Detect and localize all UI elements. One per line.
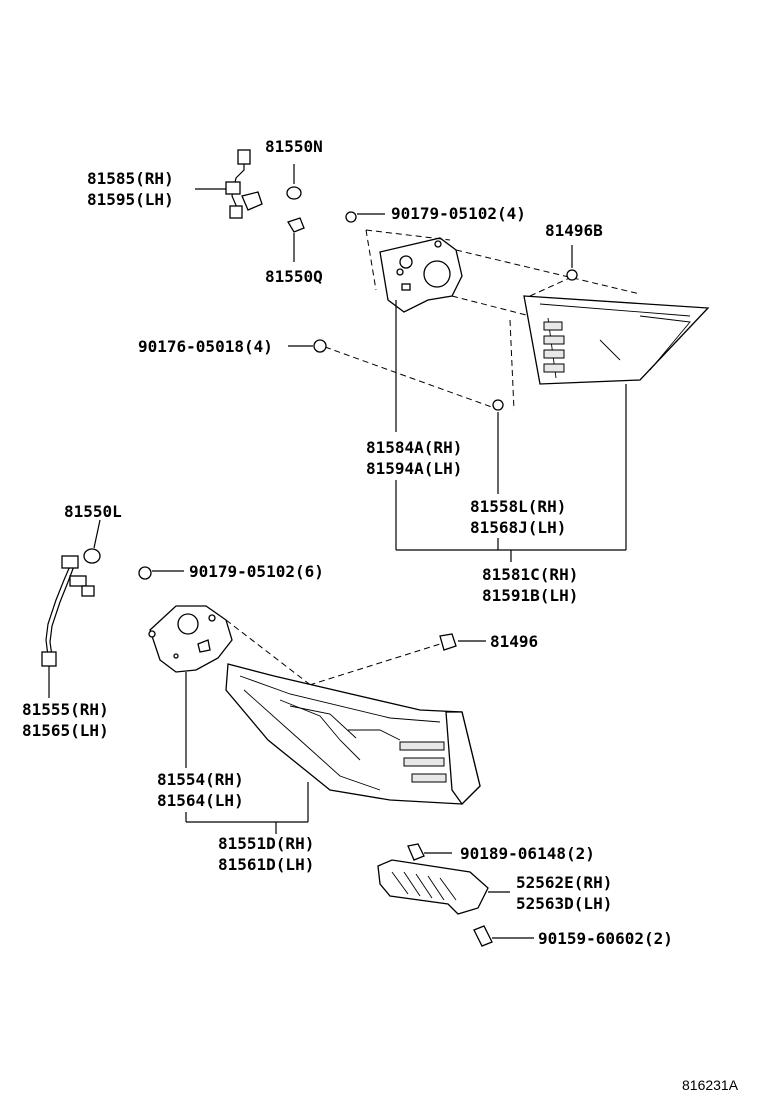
guide-line xyxy=(225,619,331,701)
label-81595: 81595(LH) xyxy=(87,190,174,209)
label-81496: 81496 xyxy=(490,632,538,651)
bulb-81550N xyxy=(286,186,302,200)
outer-lamp-81551D xyxy=(225,663,481,806)
wire-harness-lower xyxy=(41,555,95,667)
label-81581C: 81581C(RH) xyxy=(482,565,578,584)
label-81568J: 81568J(LH) xyxy=(470,518,566,537)
guide-line xyxy=(509,319,515,411)
label-90179-upper: 90179-05102(4) xyxy=(391,204,526,223)
guide-line xyxy=(365,229,451,241)
bulb-81550L xyxy=(83,548,101,564)
guide-line xyxy=(451,295,531,317)
label-81554: 81554(RH) xyxy=(157,770,244,789)
label-81496B: 81496B xyxy=(545,221,603,240)
screw-90159 xyxy=(473,925,534,947)
guide-line xyxy=(455,249,641,295)
inner-lamp-81581C xyxy=(523,295,710,385)
label-81550Q: 81550Q xyxy=(265,267,323,286)
label-90189: 90189-06148(2) xyxy=(460,844,595,863)
leader-81550L xyxy=(93,519,101,549)
label-90159: 90159-60602(2) xyxy=(538,929,673,948)
guide-line xyxy=(365,229,377,291)
screw-90179-lower xyxy=(138,566,184,580)
label-81550N: 81550N xyxy=(265,137,323,156)
label-81565: 81565(LH) xyxy=(22,721,109,740)
label-81550L: 81550L xyxy=(64,502,122,521)
screw-90189 xyxy=(407,843,452,861)
clip-81496B xyxy=(566,245,578,281)
holder-plate-81554 xyxy=(148,605,233,673)
label-81591B: 81591B(LH) xyxy=(482,586,578,605)
nut-90176 xyxy=(288,339,327,353)
guide-line xyxy=(324,346,501,411)
label-81585: 81585(RH) xyxy=(87,169,174,188)
label-90176: 90176-05018(4) xyxy=(138,337,273,356)
bulb-81550Q xyxy=(287,217,305,233)
label-81561D: 81561D(LH) xyxy=(218,855,314,874)
label-81594A: 81594A(LH) xyxy=(366,459,462,478)
wire-harness-upper xyxy=(225,149,263,219)
bracket-52562E xyxy=(377,859,510,915)
label-81551D: 81551D(RH) xyxy=(218,834,314,853)
screw-90179-upper xyxy=(345,211,385,223)
label-81564: 81564(LH) xyxy=(157,791,244,810)
label-90179-lower: 90179-05102(6) xyxy=(189,562,324,581)
diagram-reference-code: 816231A xyxy=(682,1077,739,1093)
label-81584A: 81584A(RH) xyxy=(366,438,462,457)
guide-line xyxy=(529,275,575,297)
label-81558L: 81558L(RH) xyxy=(470,497,566,516)
clip-81496 xyxy=(439,633,486,651)
label-52562E: 52562E(RH) xyxy=(516,873,612,892)
guide-line xyxy=(299,643,441,689)
label-52563D: 52563D(LH) xyxy=(516,894,612,913)
holder-plate-81584A xyxy=(379,237,463,313)
label-81555: 81555(RH) xyxy=(22,700,109,719)
gasket-81558L xyxy=(492,399,504,411)
